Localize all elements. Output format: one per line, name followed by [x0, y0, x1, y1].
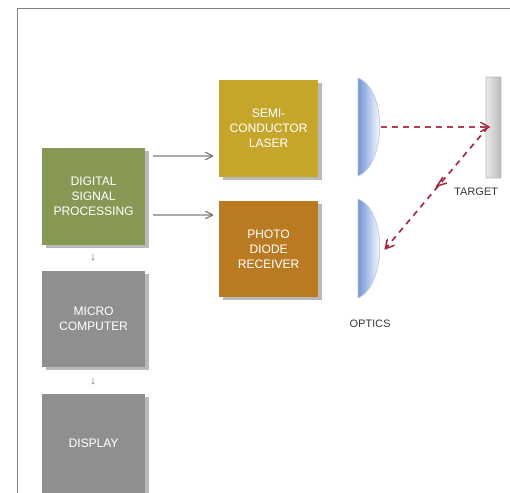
frame-left-border	[17, 8, 18, 493]
microcomputer-block: MICRO COMPUTER	[42, 271, 145, 367]
microcomputer-label: MICRO COMPUTER	[59, 304, 128, 333]
photodiode-receiver-label: PHOTO DIODE RECEIVER	[237, 226, 300, 271]
optics-lens-upper	[357, 77, 381, 177]
optics-label: OPTICS	[349, 318, 391, 330]
display-block: DISPLAY	[42, 394, 145, 493]
target-label: TARGET	[454, 186, 498, 198]
photodiode-receiver-block: PHOTO DIODE RECEIVER	[219, 201, 318, 297]
down-arrow-icon: ↓	[90, 375, 96, 387]
down-arrow-icon: ↓	[90, 251, 96, 263]
display-label: DISPLAY	[68, 436, 119, 450]
beam-return	[386, 126, 489, 248]
digital-signal-processing-label: DIGITAL SIGNAL PROCESSING	[53, 174, 134, 218]
semiconductor-laser-block: SEMI- CONDUCTOR LASER	[219, 80, 318, 177]
digital-signal-processing-block: DIGITAL SIGNAL PROCESSING	[42, 148, 145, 245]
semiconductor-laser-label: SEMI- CONDUCTOR LASER	[229, 106, 308, 150]
optics-lens-lower	[357, 198, 381, 299]
beam-return-midpoint-arrow	[435, 176, 448, 188]
frame-top-border	[17, 8, 510, 9]
